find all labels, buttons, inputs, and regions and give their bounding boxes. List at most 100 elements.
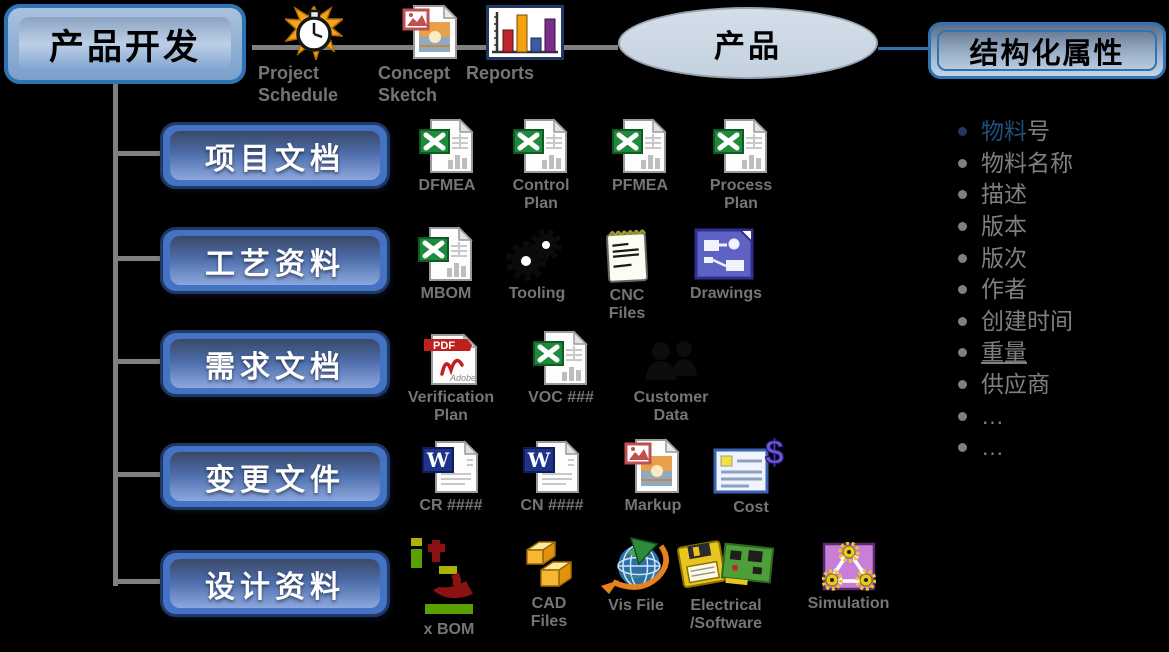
attribute-item: … [958,400,1073,432]
attribute-item: 物料名称 [958,148,1073,180]
doc-item-label: Process Plan [709,177,773,213]
bar-chart-report-icon [486,4,564,60]
excel-doc-icon [611,118,669,174]
doc-row: MBOM Tooling CNC Files Drawings [401,226,781,324]
gears-icon [505,226,569,282]
cad-blocks-icon [519,536,579,592]
connector-tree-trunk [113,84,118,586]
attribute-text: 描述 [981,181,1027,208]
excel-doc-icon [712,118,770,174]
word-doc-icon: W [522,438,582,494]
category-label: 需求文档 [170,339,380,388]
connector-stub [117,151,161,156]
doc-item: Markup [603,438,703,515]
doc-item: Control Plan [493,118,589,214]
connector-product-attributes-line [878,47,928,50]
doc-item: Electrical /Software [671,536,781,634]
doc-item: DFMEA [401,118,493,195]
doc-item: Simulation [781,536,916,613]
svg-text:PDF: PDF [433,340,455,352]
doc-item-label: Verification Plan [407,389,495,425]
attribute-item: 作者 [958,274,1073,306]
attribute-item: 物料号 [958,116,1073,148]
category-button: 设计资料 [160,550,390,617]
doc-item: Process Plan [691,118,791,214]
doc-item-label: Customer Data [633,389,709,425]
doc-item: Customer Data [621,330,721,426]
attribute-item: 描述 [958,179,1073,211]
bullet-icon [958,285,967,295]
bullet-icon [958,222,967,232]
category-label: 设计资料 [170,559,380,608]
doc-row: DFMEA Control Plan PFMEA Process Plan [401,118,791,214]
category-label: 项目文档 [170,131,380,180]
doc-item-label: Cost [733,499,769,516]
doc-item-label: Tooling [508,285,566,302]
doc-item-label: CR #### [419,497,483,514]
flow-item: Project Schedule [258,4,370,106]
doc-item: CAD Files [497,536,601,632]
category-label: 变更文件 [170,452,380,501]
bullet-icon [958,127,967,137]
doc-item: W CR #### [401,438,501,515]
vis-globe-icon [597,536,675,594]
attribute-text: 重量 [981,339,1027,366]
attribute-item: 重量 [958,337,1073,369]
attribute-item: 创建时间 [958,306,1073,338]
excel-doc-icon [418,118,476,174]
connector-stub [117,256,161,261]
doc-item-label: Vis File [608,597,664,614]
svg-text:$: $ [765,434,784,472]
doc-item-label: CNC Files [608,287,646,323]
svg-text:W: W [527,448,551,472]
doc-item-label: MBOM [420,285,472,302]
doc-item: PFMEA [589,118,691,195]
doc-item-label: VOC ### [528,389,594,406]
attribute-text: 创建时间 [981,307,1073,334]
cost-form-icon: $ [713,433,789,496]
attribute-text: … [981,402,1004,429]
attribute-text: 物料名称 [981,149,1073,176]
attribute-text: 物料号 [981,118,1050,145]
attribute-item: 版次 [958,242,1073,274]
people-silhouette-icon [640,330,702,386]
flow-item-label: Concept Sketch [378,63,450,105]
attribute-text: 版次 [981,244,1027,271]
flow-item: Concept Sketch [378,4,484,106]
doc-item: VOC ### [501,330,621,407]
flow-item-label: Reports [466,63,535,83]
attributes-list: 物料号物料名称描述版本版次作者创建时间重量供应商…… [958,116,1073,464]
bullet-icon [958,411,967,421]
attribute-text: 作者 [981,276,1027,303]
flow-item-label: Project Schedule [258,63,339,105]
doc-item-label: x BOM [423,621,475,638]
doc-item-label: Control Plan [512,177,570,213]
connector-stub [117,579,161,584]
doc-item: MBOM [401,226,491,303]
circuit-board-icon [675,536,777,594]
word-doc-icon: W [421,438,481,494]
connector-stub [117,472,161,477]
svg-text:W: W [426,448,450,472]
doc-item-label: PFMEA [612,177,668,194]
category-button: 项目文档 [160,122,390,189]
doc-item-label: Electrical /Software [689,597,762,633]
category-button: 变更文件 [160,443,390,510]
attribute-item: 版本 [958,211,1073,243]
category-button: 工艺资料 [160,227,390,294]
doc-item-label: Drawings [689,285,762,302]
bullet-icon [958,158,967,168]
bullet-icon [958,443,967,453]
doc-item: Vis File [601,536,671,615]
picture-doc-icon [402,4,460,60]
bullet-icon [958,380,967,390]
product-ellipse: 产品 [618,7,878,79]
pdf-doc-icon: PDF Adobe [420,330,482,386]
picture-doc-icon [624,438,682,494]
attribute-text: … [981,434,1004,461]
product-development-node: 产品开发 [4,4,246,84]
svg-text:Adobe: Adobe [449,373,476,383]
